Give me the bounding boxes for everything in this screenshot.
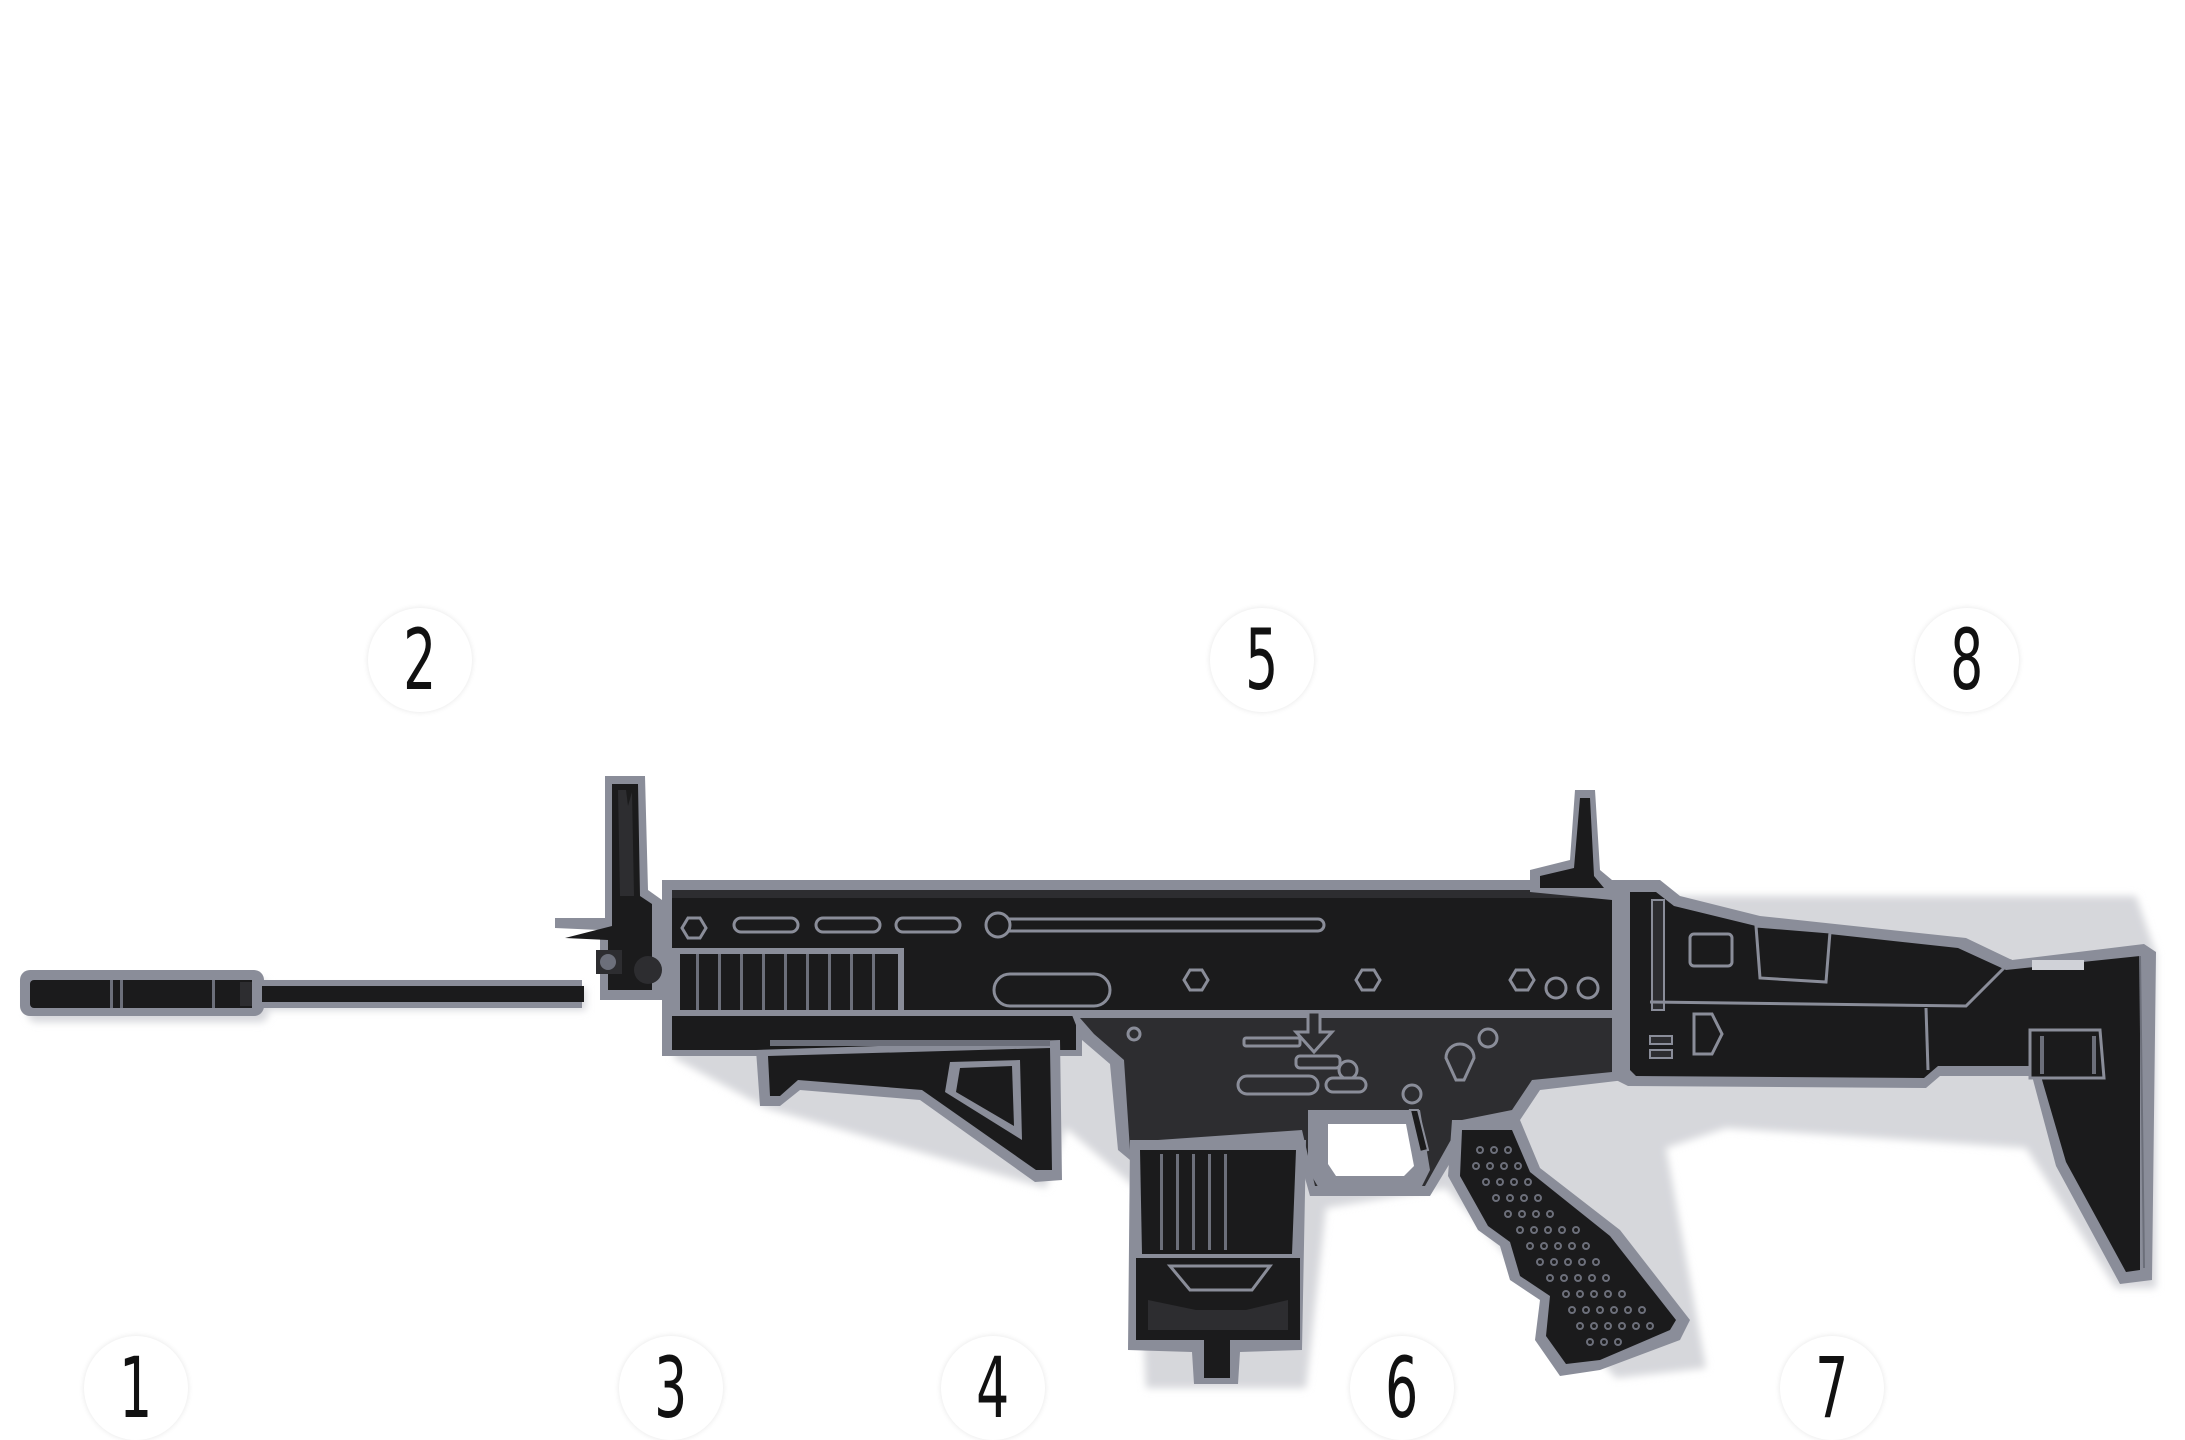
barrel — [252, 980, 584, 1008]
callout-7[interactable]: 7 — [1780, 1336, 1884, 1440]
callout-1[interactable]: 1 — [84, 1336, 188, 1440]
callout-3-label: 3 — [654, 1339, 688, 1437]
callout-4[interactable]: 4 — [941, 1336, 1045, 1440]
callout-8[interactable]: 8 — [1915, 608, 2019, 712]
rear-sight — [1530, 790, 1612, 900]
callout-1-label: 1 — [119, 1339, 153, 1437]
callout-7-label: 7 — [1815, 1339, 1849, 1437]
magazine — [1128, 1140, 1306, 1384]
front-sight — [555, 776, 662, 1000]
folding-stock — [1612, 880, 2156, 1284]
angled-foregrip — [756, 1040, 1062, 1182]
callout-4-label: 4 — [976, 1339, 1010, 1437]
callout-3[interactable]: 3 — [619, 1336, 723, 1440]
callout-2-label: 2 — [403, 611, 437, 709]
callout-5-label: 5 — [1245, 611, 1279, 709]
callout-6[interactable]: 6 — [1350, 1336, 1454, 1440]
callout-5[interactable]: 5 — [1210, 608, 1314, 712]
suppressor — [20, 970, 264, 1016]
callout-8-label: 8 — [1950, 611, 1984, 709]
pistol-grip — [1448, 1120, 1690, 1376]
lower-receiver — [1060, 1010, 1625, 1196]
callout-6-label: 6 — [1385, 1339, 1419, 1437]
callout-2[interactable]: 2 — [368, 608, 472, 712]
